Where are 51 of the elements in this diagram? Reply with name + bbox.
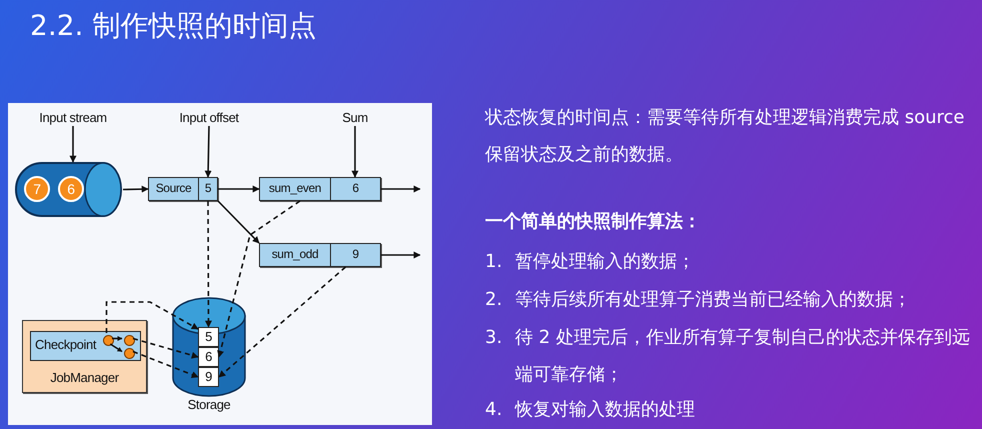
list-item: 等待后续所有处理算子消费当前已经输入的数据； [515,288,912,312]
list-item: 暂停处理输入的数据； [515,250,696,274]
arrow [217,200,260,244]
dashed-arrow [132,338,199,359]
storage-cell: 5 [198,327,219,347]
arrow [204,126,212,178]
dashed-arrow [106,301,199,333]
dashed-arrow [204,201,212,328]
operator-name: Source [149,178,199,200]
section-heading: 一个简单的快照制作算法： [485,210,702,234]
operator-value: 9 [351,246,360,263]
operator-name: sum_even [260,178,331,200]
stream-label: Input offset [170,110,248,126]
arrow [381,252,421,258]
arrow [381,186,421,192]
operator-box [259,243,381,267]
operator-value: 5 [204,180,212,197]
port-circle [103,335,114,346]
manager-box [22,320,147,393]
arrow [218,186,260,192]
storage-cell: 6 [198,347,219,367]
storage-cell: 9 [198,367,219,387]
arrow [352,126,358,178]
paragraph: 状态恢复的时间点：需要等待所有处理逻辑消费完成 source 保留状态及之前的数据。 [485,106,965,167]
list-number: 1. [485,250,504,274]
list-item: 恢复对输入数据的处理 [515,398,696,422]
operator-box [148,177,218,201]
operator-box [259,177,381,201]
arrow [70,126,76,163]
slide-title: 2.2. 制作快照的时间点 [30,8,316,44]
list-number: 4. [485,398,504,422]
storage-cylinder [172,296,246,412]
arrow [110,343,122,352]
stream-label: Sum [340,110,370,126]
operator-value: 6 [351,180,360,197]
arrow [112,336,122,341]
list-number: 2. [485,288,504,312]
list-item: 待 2 处理完后，作业所有算子复制自己的状态并保存到远端可靠存储； [515,326,971,387]
box-title: JobManager [49,370,120,386]
operator-name: sum_odd [260,244,331,266]
arrow [122,186,149,193]
checkpoint-box: Checkpoint [30,331,141,361]
dashed-arrow [132,350,199,378]
port-circle [124,348,135,359]
stream-cylinder [15,162,123,217]
list-number: 3. [485,326,504,350]
dashed-arrow [218,266,346,378]
stream-label: Input stream [33,110,113,126]
cylinder-caption: Storage [186,397,232,412]
dashed-arrow [217,200,300,358]
port-circle [124,335,135,346]
